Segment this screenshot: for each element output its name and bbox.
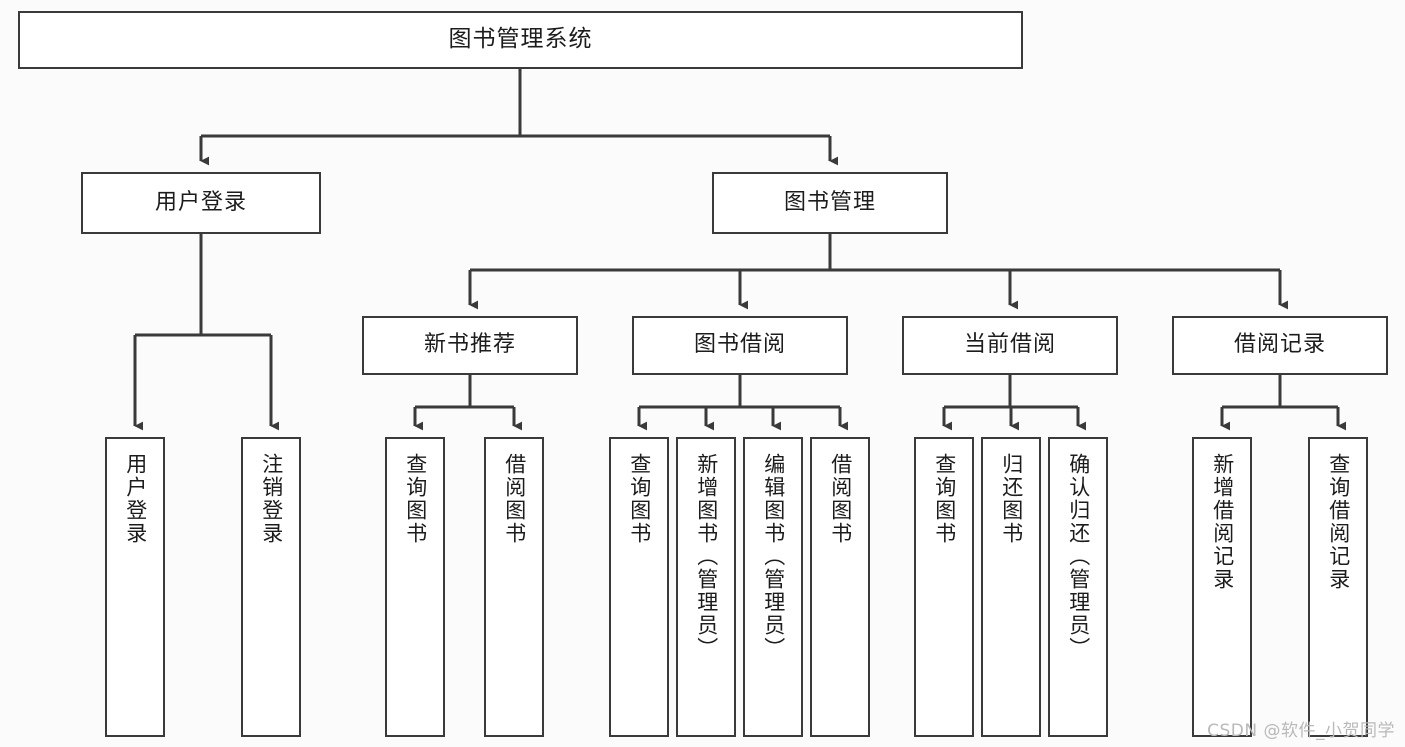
- node-leaf-query-record-label: 查询借阅记录: [1326, 453, 1351, 591]
- node-leaf-edit-book[interactable]: 编辑图书（管理员）: [743, 437, 803, 737]
- node-leaf-add-record-label: 新增借阅记录: [1210, 453, 1235, 591]
- node-current-borrow[interactable]: 当前借阅: [902, 316, 1118, 375]
- node-leaf-query-book-3-label: 查询图书: [932, 453, 957, 545]
- node-leaf-borrow-book-1-label: 借阅图书: [502, 453, 527, 545]
- node-borrow-record[interactable]: 借阅记录: [1172, 316, 1388, 375]
- watermark: CSDN @软件_小贺同学: [1207, 721, 1395, 741]
- node-book-borrow-label: 图书借阅: [693, 332, 786, 358]
- node-leaf-add-record[interactable]: 新增借阅记录: [1192, 437, 1252, 737]
- node-leaf-return-book-label: 归还图书: [999, 453, 1024, 545]
- node-leaf-user-login-label: 用户登录: [123, 453, 148, 545]
- node-leaf-logout[interactable]: 注销登录: [241, 437, 301, 737]
- node-root-label: 图书管理系统: [448, 26, 593, 53]
- node-leaf-borrow-book-2-label: 借阅图书: [828, 453, 853, 545]
- node-book-borrow[interactable]: 图书借阅: [632, 316, 848, 375]
- node-new-book-recommend[interactable]: 新书推荐: [362, 316, 578, 375]
- node-user-login[interactable]: 用户登录: [81, 172, 321, 234]
- node-book-manage-label: 图书管理: [783, 189, 876, 215]
- node-leaf-query-record[interactable]: 查询借阅记录: [1308, 437, 1368, 737]
- node-leaf-logout-label: 注销登录: [259, 453, 284, 545]
- node-root[interactable]: 图书管理系统: [18, 11, 1023, 69]
- node-leaf-confirm-return[interactable]: 确认归还（管理员）: [1048, 437, 1108, 737]
- node-new-book-recommend-label: 新书推荐: [423, 332, 516, 358]
- node-leaf-add-book[interactable]: 新增图书（管理员）: [676, 437, 736, 737]
- node-book-manage[interactable]: 图书管理: [712, 172, 948, 234]
- node-leaf-borrow-book-2[interactable]: 借阅图书: [810, 437, 870, 737]
- node-current-borrow-label: 当前借阅: [963, 332, 1056, 358]
- node-leaf-query-book-2-label: 查询图书: [627, 453, 652, 545]
- node-leaf-borrow-book-1[interactable]: 借阅图书: [484, 437, 544, 737]
- node-leaf-return-book[interactable]: 归还图书: [981, 437, 1041, 737]
- node-leaf-confirm-return-label: 确认归还（管理员）: [1066, 453, 1091, 660]
- node-leaf-user-login[interactable]: 用户登录: [105, 437, 165, 737]
- node-leaf-add-book-label: 新增图书（管理员）: [694, 453, 719, 660]
- node-borrow-record-label: 借阅记录: [1233, 332, 1326, 358]
- node-user-login-label: 用户登录: [154, 189, 247, 215]
- node-leaf-query-book-1-label: 查询图书: [403, 453, 428, 545]
- node-leaf-query-book-1[interactable]: 查询图书: [385, 437, 445, 737]
- node-leaf-edit-book-label: 编辑图书（管理员）: [761, 453, 786, 660]
- node-leaf-query-book-3[interactable]: 查询图书: [914, 437, 974, 737]
- node-leaf-query-book-2[interactable]: 查询图书: [609, 437, 669, 737]
